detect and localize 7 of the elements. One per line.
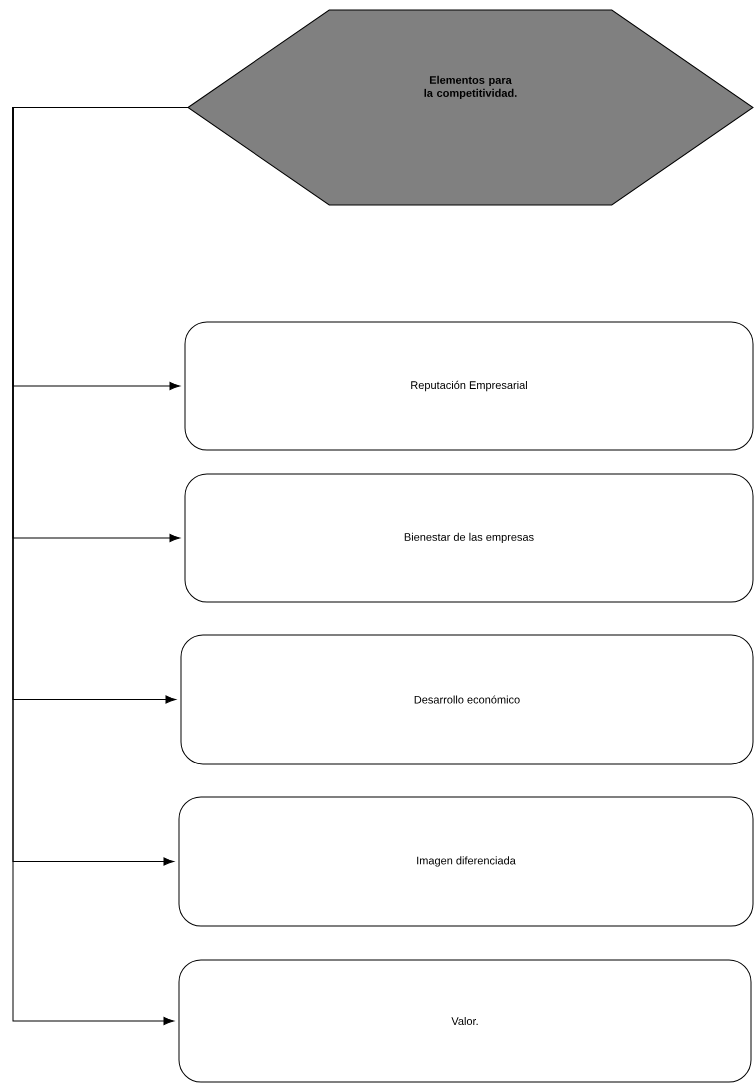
hexagon: Elementos para la competitividad. — [187, 9, 754, 206]
process-box: Reputación Empresarial — [184, 321, 754, 451]
arrow — [12, 107, 189, 1026]
process-box: Desarrollo económico — [180, 634, 754, 765]
process-box: Imagen diferenciada — [178, 796, 754, 927]
process-box: Valor. — [178, 959, 752, 1083]
process-box: Bienestar de las empresas — [184, 473, 754, 603]
